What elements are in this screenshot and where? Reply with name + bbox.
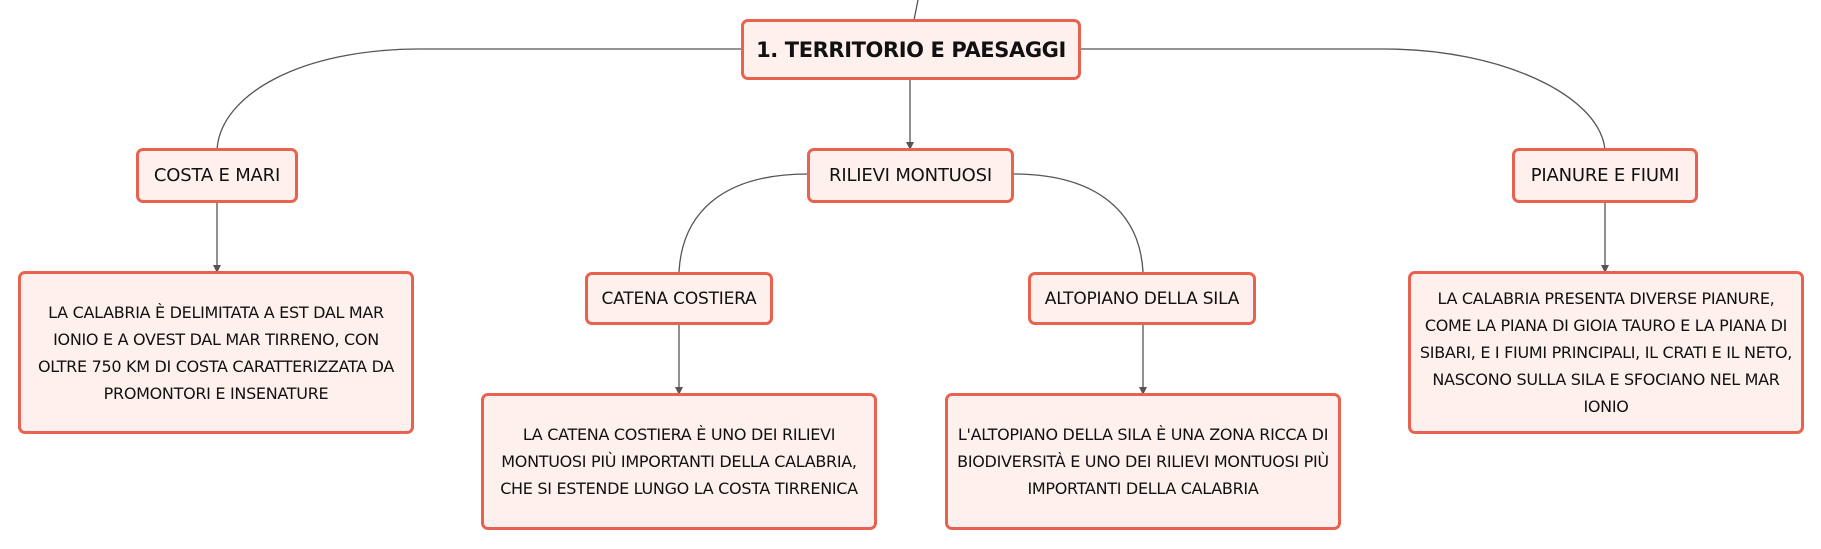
sila-plateau-description-text: L'ALTOPIANO DELLA SILA È UNA ZONA RICCA … xyxy=(957,425,1329,498)
arrowhead-plains-to-desc xyxy=(1601,265,1609,273)
topic-mountains-node[interactable]: RILIEVI MONTUOSI xyxy=(807,148,1014,203)
arrowhead-chain-to-desc xyxy=(675,387,683,395)
connector-parent-to-root xyxy=(913,0,919,21)
coast-description-node[interactable]: LA CALABRIA È DELIMITATA A EST DAL MAR I… xyxy=(18,271,414,434)
connector-mountains-to-sila xyxy=(1012,173,1144,273)
sila-plateau-description-node[interactable]: L'ALTOPIANO DELLA SILA È UNA ZONA RICCA … xyxy=(945,393,1341,530)
arrowhead-sila-to-desc xyxy=(1139,387,1147,395)
root-label: 1. TERRITORIO E PAESAGGI xyxy=(756,37,1066,62)
connector-root-to-coast xyxy=(216,48,742,151)
coastal-chain-description-text: LA CATENA COSTIERA È UNO DEI RILIEVI MON… xyxy=(500,425,858,498)
plains-description-text: LA CALABRIA PRESENTA DIVERSE PIANURE, CO… xyxy=(1419,289,1793,416)
root-node[interactable]: 1. TERRITORIO E PAESAGGI xyxy=(741,19,1081,80)
topic-mountains-label: RILIEVI MONTUOSI xyxy=(829,165,992,186)
topic-coast-label: COSTA E MARI xyxy=(153,165,281,186)
connector-root-to-plains xyxy=(1080,48,1606,151)
subtopic-sila-plateau-node[interactable]: ALTOPIANO DELLA SILA xyxy=(1028,272,1256,325)
subtopic-coastal-chain-node[interactable]: CATENA COSTIERA xyxy=(585,272,773,325)
connector-mountains-to-chain xyxy=(678,173,809,273)
topic-plains-label: PIANURE E FIUMI xyxy=(1530,165,1680,186)
topic-coast-node[interactable]: COSTA E MARI xyxy=(136,148,298,203)
subtopic-coastal-chain-label: CATENA COSTIERA xyxy=(601,288,757,309)
arrowhead-coast-to-desc xyxy=(213,265,221,273)
topic-plains-node[interactable]: PIANURE E FIUMI xyxy=(1512,148,1698,203)
coast-description-text: LA CALABRIA È DELIMITATA A EST DAL MAR I… xyxy=(38,302,394,403)
arrowhead-root-to-mountains xyxy=(906,142,914,150)
coastal-chain-description-node[interactable]: LA CATENA COSTIERA È UNO DEI RILIEVI MON… xyxy=(481,393,877,530)
subtopic-sila-plateau-label: ALTOPIANO DELLA SILA xyxy=(1044,288,1240,309)
plains-description-node[interactable]: LA CALABRIA PRESENTA DIVERSE PIANURE, CO… xyxy=(1408,271,1804,434)
